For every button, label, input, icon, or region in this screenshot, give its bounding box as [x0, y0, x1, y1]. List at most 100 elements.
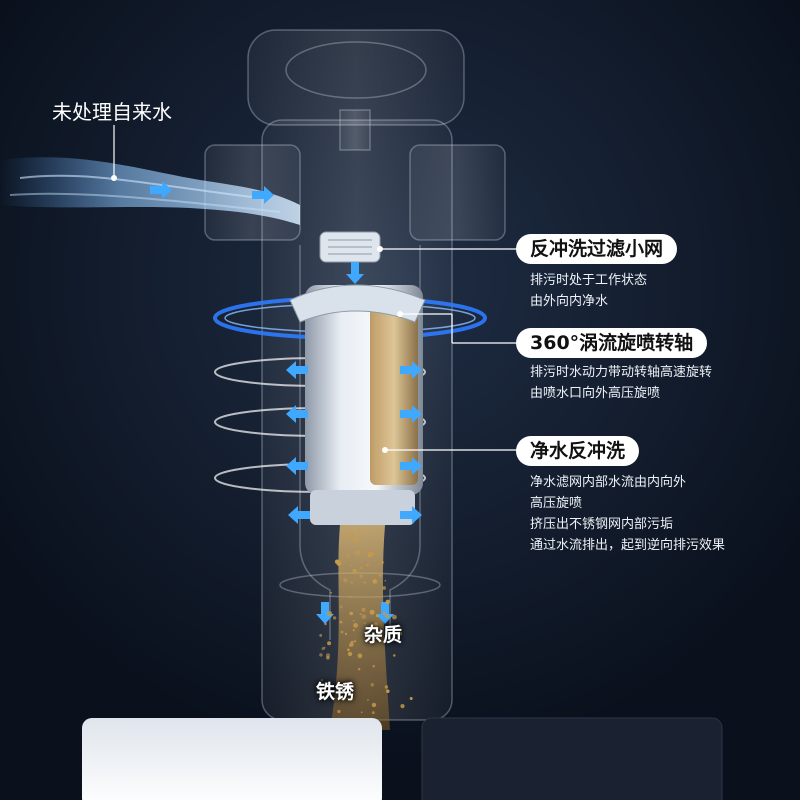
sediment-particle [384, 579, 387, 582]
impurity-label: 杂质 [364, 624, 403, 646]
sediment-particle [347, 648, 350, 652]
sediment-particle [372, 664, 376, 668]
sediment-particle [346, 532, 351, 537]
sediment-particle [352, 568, 357, 573]
sediment-particle [378, 573, 382, 577]
flow-arrow-icon [286, 361, 308, 379]
filter-cartridge [289, 284, 426, 525]
callout-desc-vortex-shaft: 排污时水动力带动转轴高速旋转 由喷水口向外高压旋喷 [530, 365, 713, 401]
sediment-particle [349, 564, 352, 567]
sediment-particle [361, 607, 366, 612]
sediment-particle [372, 579, 378, 584]
sediment-particle [366, 563, 369, 567]
sediment-particle [359, 574, 364, 578]
flow-arrow-icon [252, 186, 274, 204]
flow-arrow-icon [400, 457, 422, 475]
sediment-particle [363, 622, 366, 625]
sediment-particle [373, 622, 378, 627]
sediment-particle [353, 623, 358, 628]
sediment-particle [358, 528, 362, 532]
sediment-particle [332, 616, 337, 620]
sediment-particle [352, 620, 355, 622]
sediment-particle [357, 653, 363, 659]
sediment-particle [367, 553, 372, 558]
callout-title-vortex-shaft: 360°涡流旋喷转轴 [516, 328, 708, 358]
sediment-particle [371, 711, 375, 715]
sediment-particle [382, 586, 386, 590]
sediment-particle [371, 702, 377, 708]
sediment-particle [353, 538, 357, 542]
sediment-particle [326, 653, 330, 658]
sediment-particle [330, 591, 332, 594]
sediment-particle [353, 541, 356, 544]
callout-title-backwash: 净水反冲洗 [516, 436, 640, 466]
flow-arrow-icon [286, 405, 308, 423]
sediment-particle [380, 560, 384, 565]
sediment-particle [384, 613, 389, 618]
sediment-particle [358, 668, 361, 671]
sediment-particle [363, 581, 366, 584]
sediment-particle [361, 614, 367, 620]
sediment-particle [350, 581, 354, 584]
flow-arrow-icon [286, 457, 308, 475]
sediment-particle [373, 543, 376, 546]
sediment-particle [355, 550, 361, 556]
sediment-particle [352, 629, 355, 632]
detail-card-left [82, 718, 382, 800]
sediment-particle [364, 634, 367, 637]
sediment-flow [330, 525, 390, 730]
sediment-particle [323, 646, 326, 649]
sediment-particle [340, 630, 344, 634]
untreated-water-label: 未处理自来水 [52, 100, 172, 124]
sediment-particle [384, 685, 389, 689]
sediment-particle [339, 620, 343, 624]
flow-arrow-icon [400, 506, 422, 524]
sediment-particle [393, 654, 396, 657]
sediment-particle [370, 682, 375, 687]
sediment-particle [372, 639, 376, 644]
sediment-particle [349, 681, 352, 684]
sediment-particle [348, 644, 351, 647]
sediment-particle [349, 595, 352, 598]
sediment-particles-icon [319, 528, 413, 715]
sediment-particle [351, 531, 353, 534]
sediment-particle [319, 653, 323, 657]
sediment-particle [334, 559, 340, 565]
sediment-particle [400, 704, 405, 709]
sediment-particle [384, 629, 390, 635]
sediment-particle [359, 613, 362, 616]
flow-arrow-icon [346, 262, 364, 284]
callout-desc-backwash: 净水滤网内部水流由内向外 高压旋喷 挤压出不锈钢网内部污垢 通过水流排出，起到逆… [530, 475, 726, 553]
callout-title-filter-net: 反冲洗过滤小网 [516, 234, 678, 264]
flow-arrow-icon [400, 405, 422, 423]
flow-arrow-icon [288, 506, 310, 524]
sediment-particle [349, 611, 354, 616]
flow-arrow-icon [316, 602, 334, 624]
sediment-particle [323, 686, 327, 690]
sediment-particle [326, 611, 333, 617]
sediment-particle [398, 631, 402, 636]
sediment-particle [320, 679, 323, 682]
sediment-particle [369, 609, 375, 615]
sediment-particle [385, 599, 390, 604]
sediment-particle [376, 614, 379, 618]
sediment-particle [360, 566, 363, 570]
sediment-particle [319, 634, 323, 637]
sediment-particle [343, 578, 348, 583]
sediment-particle [341, 697, 344, 700]
transparent-housing [204, 29, 506, 721]
callout-desc-filter-net: 排污时处于工作状态 由外向内净水 [530, 273, 648, 309]
sediment-particle [324, 622, 327, 626]
sediment-particle [386, 689, 390, 693]
flow-arrows [150, 181, 422, 624]
detail-card-right [421, 717, 723, 800]
sediment-particle [354, 640, 356, 643]
sediment-particle [409, 697, 413, 700]
sediment-particle [392, 614, 397, 620]
sediment-particle [347, 651, 353, 657]
flow-arrow-icon [150, 181, 172, 199]
rust-label: 铁锈 [316, 681, 355, 703]
sediment-particle [366, 698, 369, 701]
flow-arrow-icon [400, 361, 422, 379]
